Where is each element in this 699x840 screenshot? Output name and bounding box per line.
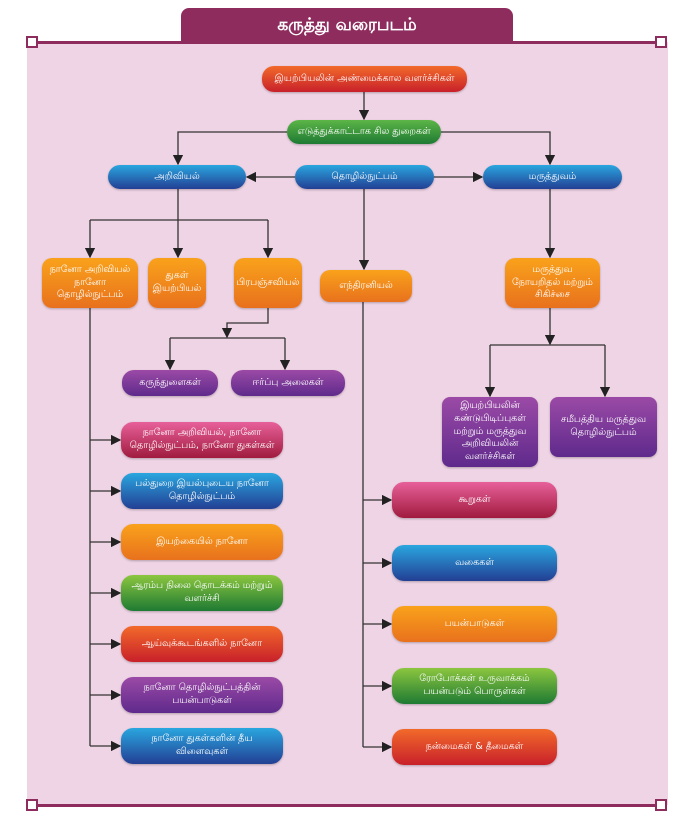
nano-list-item: பல்துறை இயல்புடைய நானோ தொழில்நுட்பம் [121, 473, 283, 509]
node-medicine: மருத்துவம் [483, 165, 622, 189]
page-title: கருத்து வரைபடம் [181, 8, 513, 44]
nano-list-item: நானோ தொழில்நுட்பத்தின் பயன்பாடுகள் [121, 677, 283, 713]
node-gravitational-waves: ஈர்ப்பு அலைகள் [231, 370, 345, 396]
robot-list-item: வகைகள் [392, 545, 557, 581]
nano-list-item: இயற்கையில் நானோ [121, 524, 283, 560]
node-diagnosis: மருத்துவ நோயறிதல் மற்றும் சிகிச்சை [505, 258, 600, 308]
robot-list-item: நன்மைகள் & தீமைகள் [392, 729, 557, 765]
node-technology: தொழில்நுட்பம் [295, 165, 434, 189]
frame-corner [26, 799, 38, 811]
node-black-holes: கருந்துளைகள் [122, 370, 218, 396]
nano-list-item: ஆய்வுக்கூடங்களில் நானோ [121, 626, 283, 662]
frame-corner [26, 36, 38, 48]
node-recent-medical-tech: சமீபத்திய மருத்துவ தொழில்நுட்பம் [550, 397, 657, 457]
robot-list-item: பயன்பாடுகள் [392, 606, 557, 642]
robot-list-item: கூறுகள் [392, 482, 557, 518]
nano-list-item: ஆரம்ப நிலை தொடக்கம் மற்றும் வளர்ச்சி [121, 575, 283, 611]
frame-corner [655, 36, 667, 48]
node-cosmology: பிரபஞ்சவியல் [234, 258, 302, 308]
frame-corner [655, 799, 667, 811]
nano-list-item: நானோ அறிவியல், நானோ தொழில்நுட்பம், நானோ … [121, 422, 283, 458]
nano-list-item: நானோ துகள்களின் தீய விளைவுகள் [121, 728, 283, 764]
node-examples: எடுத்துக்காட்டாக சில துறைகள் [287, 120, 441, 144]
node-robotics: எந்திரனியல் [320, 270, 412, 302]
node-science: அறிவியல் [108, 165, 246, 189]
node-root: இயற்பியலின் அண்மைக்கால வளர்ச்சிகள் [262, 66, 467, 92]
robot-list-item: ரோபோக்கள் உருவாக்கம் பயன்படும் பொருள்கள் [392, 668, 557, 704]
node-particle-physics: துகள் இயற்பியல் [148, 258, 206, 308]
bottom-frame-line [34, 804, 664, 807]
node-discoveries: இயற்பியலின் கண்டுபிடிப்புகள் மற்றும் மரு… [442, 397, 538, 467]
node-nano: நானோ அறிவியல் நானோ தொழில்நுட்பம் [42, 258, 138, 308]
